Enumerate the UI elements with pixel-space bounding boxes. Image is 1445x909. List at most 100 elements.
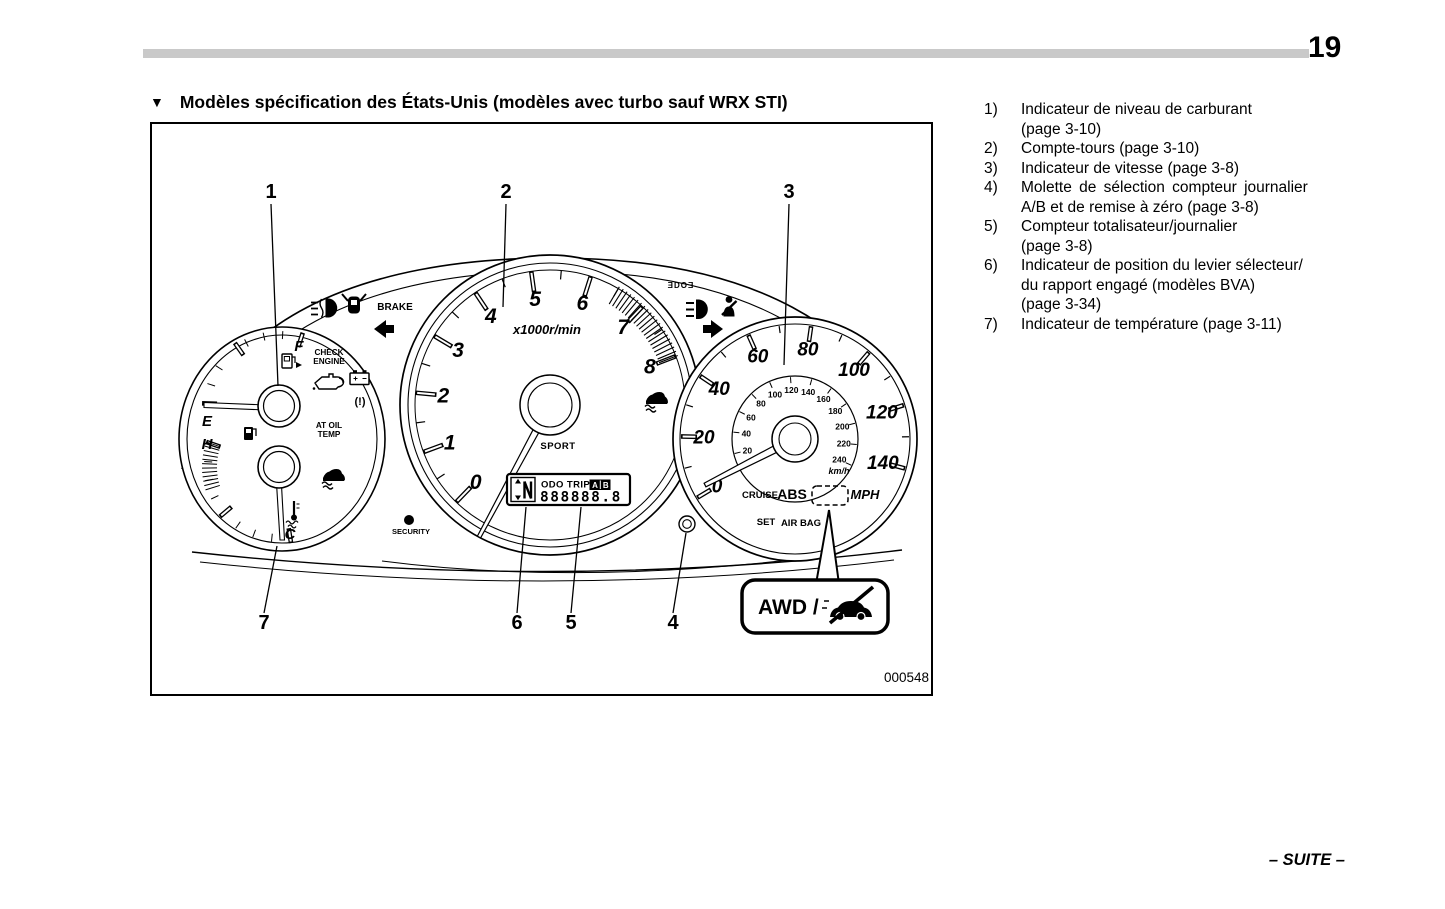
temp-scale-ticks <box>202 439 294 544</box>
fog-light-icon <box>311 298 338 318</box>
security-label: SECURITY <box>392 527 430 536</box>
mph-numeral: 140 <box>867 453 899 474</box>
seatbelt-icon <box>721 296 738 317</box>
coolant-temp-icon <box>285 501 300 529</box>
callout-7: 7 <box>258 612 269 634</box>
legend-item-text: Compteur totalisateur/journalier (page 3… <box>1021 218 1238 255</box>
trip-ab-badge: A B <box>589 479 611 490</box>
kmh-numeral: 200 <box>835 422 849 432</box>
legend-item: 6) Indicateur de position du levier séle… <box>984 256 1359 315</box>
abs-label: ABS <box>777 486 807 502</box>
legend-item-number: 3) <box>984 159 998 177</box>
kmh-numeral: 180 <box>828 406 842 416</box>
tachometer: 0 1 2 3 4 5 6 7 8 x1000r/min SPORT <box>399 254 701 556</box>
kmh-numeral: 120 <box>784 385 798 395</box>
kmh-numeral: 40 <box>742 429 752 439</box>
callout-5: 5 <box>565 612 576 634</box>
legend-item: 3) Indicateur de vitesse (page 3-8) <box>984 159 1359 179</box>
legend-item: 2) Compte-tours (page 3-10) <box>984 139 1359 159</box>
legend-item: 7) Indicateur de température (page 3-11) <box>984 315 1359 335</box>
top-left-indicator-row: BRAKE <box>311 293 413 338</box>
fuel-pump-icon <box>244 427 257 440</box>
legend-item-text: Indicateur de vitesse (page 3-8) <box>1021 159 1239 177</box>
tach-numeral: 6 <box>577 292 589 315</box>
temp-gauge-hub-inner <box>262 450 296 484</box>
gear-position-cell <box>510 476 536 503</box>
kmh-ticks <box>733 377 857 466</box>
callout-4: 4 <box>667 612 679 634</box>
fuel-temp-gauge: F E H C CHECK ENGINE <box>178 326 386 552</box>
legend-item-number: 5) <box>984 218 998 235</box>
brake-label: BRAKE <box>377 302 413 313</box>
trip-a-label: A <box>592 481 598 490</box>
mph-ticks <box>680 325 909 500</box>
header-rule <box>143 49 1309 58</box>
tach-ticks <box>415 270 677 504</box>
mph-numeral: 120 <box>866 403 898 424</box>
awd-label: AWD / <box>758 596 819 619</box>
odo-trip-label: ODO TRIP <box>541 480 590 491</box>
kmh-numeral: 140 <box>801 387 815 397</box>
awd-badge: AWD / <box>740 509 890 635</box>
mph-numeral: 20 <box>692 428 715 449</box>
legend-item-number: 1) <box>984 101 998 118</box>
tach-numeral: 0 <box>470 471 482 494</box>
mph-numeral: 100 <box>838 360 870 381</box>
kmh-numeral: 100 <box>768 389 782 399</box>
legend-item-text: Indicateur de position du levier sélecte… <box>1021 257 1303 313</box>
set-label: SET <box>757 517 776 528</box>
gear-indicator-placeholder <box>811 485 849 506</box>
mph-numeral: 60 <box>747 347 769 368</box>
mph-numerals: 0 20 40 60 80 100 120 140 <box>692 339 899 497</box>
callout-2: 2 <box>500 181 511 203</box>
instrument-cluster-figure: F E H C CHECK ENGINE <box>178 181 929 685</box>
door-open-icon <box>341 293 367 314</box>
trip-reset-knob <box>678 515 696 533</box>
oil-pressure-icon <box>312 373 345 390</box>
at-oil-temp-label2: TEMP <box>318 430 341 439</box>
tach-numeral: 7 <box>617 316 630 339</box>
kmh-numeral: 240 <box>832 455 846 465</box>
lcd-display: ODO TRIP A B 888888.8 <box>505 472 632 507</box>
footer-continuation: – SUITE – <box>1268 851 1345 869</box>
mph-numeral: 0 <box>712 476 723 497</box>
legend-item-number: 4) <box>984 179 998 196</box>
figure-frame: F E H C CHECK ENGINE <box>150 122 933 696</box>
legend-list: 1) Indicateur de niveau de carburant (pa… <box>984 100 1359 334</box>
legend-item-number: 7) <box>984 315 998 333</box>
top-right-indicator-row: ƎDOƎ <box>668 281 738 338</box>
battery-icon <box>349 370 370 386</box>
tach-numeral: 5 <box>529 288 541 311</box>
callout-1: 1 <box>265 181 276 203</box>
legend-item: 4) Molette de sélection compteur journal… <box>984 178 1359 217</box>
callout-numbers: 1 2 3 7 6 5 4 <box>258 181 794 634</box>
security-icon: SECURITY <box>392 515 430 536</box>
legend-item-text: Indicateur de température (page 3-11) <box>1021 315 1282 333</box>
kmh-numeral: 80 <box>756 399 766 409</box>
kmh-numeral: 160 <box>816 394 830 404</box>
callout-lines <box>263 203 790 614</box>
kmh-dial <box>731 375 859 503</box>
callout-6: 6 <box>511 612 522 634</box>
figure-code: 000548 <box>884 670 929 685</box>
section-title: ▼ Modèles spécification des États-Unis (m… <box>150 92 788 113</box>
fuel-gauge-hub-inner <box>262 389 296 423</box>
mph-label: MPH <box>851 487 881 502</box>
temp-cold-label: C <box>285 526 297 543</box>
triangle-marker-icon: ▼ <box>150 94 164 110</box>
legend-item-text: Molette de sélection compteur journalier… <box>1021 179 1308 216</box>
tach-hub-inner <box>527 382 573 428</box>
kmh-numeral: 20 <box>743 445 753 455</box>
high-beam-icon <box>686 299 708 319</box>
at-oil-temp-label: AT OIL <box>316 421 342 430</box>
legend-item-text: Indicateur de niveau de carburant (page … <box>1021 101 1252 138</box>
cruise-label: CRUISE <box>742 490 778 501</box>
legend-item-text: Compte-tours (page 3-10) <box>1021 140 1200 157</box>
section-title-text: Modèles spécification des États-Unis (mo… <box>179 92 788 112</box>
tach-numeral: 1 <box>444 431 456 454</box>
segment-display-glyph: ƎDOƎ <box>668 281 695 290</box>
turn-signal-right-icon <box>703 320 723 338</box>
check-engine-label: CHECK <box>314 348 343 357</box>
awd-car-slash-icon <box>822 585 875 625</box>
